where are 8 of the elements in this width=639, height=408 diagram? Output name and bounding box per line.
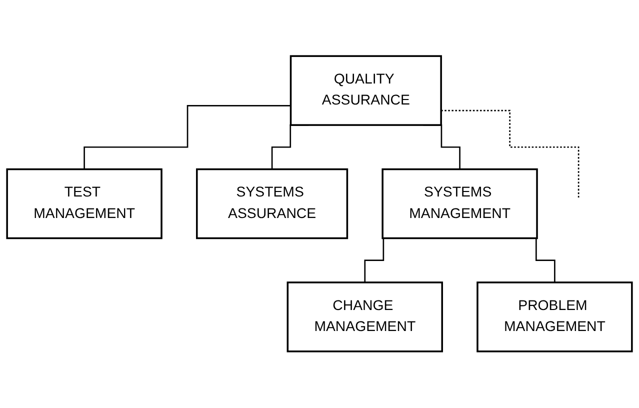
node-box: PROBLEM MANAGEMENT [476,282,633,353]
node-box: SYSTEMS ASSURANCE [196,168,348,240]
node-box: TEST MANAGEMENT [6,168,162,240]
connector [84,105,291,170]
node-box: CHANGE MANAGEMENT [286,282,443,353]
node-box: QUALITY ASSURANCE [290,55,442,126]
node-box: SYSTEMS MANAGEMENT [382,168,538,240]
connector [441,110,580,198]
